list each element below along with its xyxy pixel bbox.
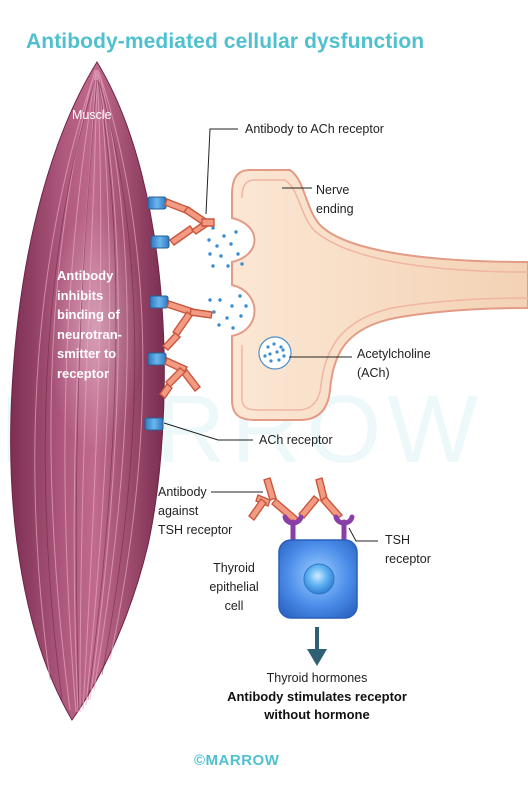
antibody xyxy=(161,300,213,351)
antibody xyxy=(159,357,201,400)
muscle-label: Muscle xyxy=(72,108,112,122)
antibody-tsh-line: Antibody xyxy=(158,485,207,499)
ach-receptor xyxy=(149,295,169,309)
antibody xyxy=(248,477,299,525)
ach-vesicle-dots xyxy=(263,342,286,363)
diagram-title: Antibody-mediated cellular dysfunction xyxy=(26,30,425,53)
stimulates-note: Antibody stimulates receptor without hor… xyxy=(187,688,447,724)
antibody xyxy=(298,477,344,520)
ach-receptor xyxy=(150,235,170,249)
muscle-note-line: Antibody xyxy=(57,268,114,283)
tsh-receptor xyxy=(282,514,304,543)
thyroid-cell-label: Thyroid epithelial cell xyxy=(198,559,270,616)
nerve-ending-line: Nerve xyxy=(316,183,350,197)
muscle-fiber xyxy=(10,61,165,721)
muscle-note: Antibody inhibits binding of neurotran- … xyxy=(57,266,122,383)
nerve-ending-label: Nerve ending xyxy=(316,181,354,219)
muscle-note-line: inhibits xyxy=(57,287,104,303)
antibody-tsh-label: Antibody against TSH receptor xyxy=(158,483,232,540)
thyroid-cell xyxy=(278,539,358,619)
antibody-tsh-line: against xyxy=(158,504,199,518)
tsh-receptor-label: TSH receptor xyxy=(385,531,431,569)
leader-lines xyxy=(163,128,378,542)
antibody-to-ach-label: Antibody to ACh receptor xyxy=(245,122,384,136)
muscle-note-line: binding of xyxy=(57,307,120,322)
thyroid-hormones-label: Thyroid hormones xyxy=(266,671,368,685)
tsh-receptor xyxy=(333,514,355,543)
thyroid-cell-line: cell xyxy=(224,599,244,613)
ach-receptor xyxy=(144,417,164,431)
acetylcholine-line: (ACh) xyxy=(357,366,390,380)
thyroid-cell-line: Thyroid xyxy=(213,561,255,575)
antibody xyxy=(164,198,215,246)
muscle-note-line: neurotran- xyxy=(57,326,122,342)
stimulates-note-line: Antibody stimulates receptor xyxy=(227,689,407,704)
thyroid-cell-line: epithelial xyxy=(209,580,259,594)
stimulates-note-line: without hormone xyxy=(264,707,370,722)
hormone-arrow xyxy=(307,627,327,666)
ach-cleft-dots xyxy=(207,226,248,330)
tsh-receptor-line: receptor xyxy=(385,552,431,566)
ach-receptor-label: ACh receptor xyxy=(259,433,333,447)
nerve-ending-line: ending xyxy=(316,202,354,216)
tsh-receptors xyxy=(282,514,355,543)
ach-receptor xyxy=(147,196,167,210)
muscle-note-line: smitter to xyxy=(57,346,117,361)
antibody-tsh-line: TSH receptor xyxy=(158,523,233,537)
tsh-antibodies xyxy=(248,477,344,525)
ach-receptor xyxy=(147,352,167,366)
ach-receptors xyxy=(144,196,170,431)
copyright-logo: ©MARROW xyxy=(194,752,280,769)
antibodies-ach xyxy=(159,198,215,400)
acetylcholine-line: Acetylcholine xyxy=(357,347,431,361)
muscle-note-line: receptor xyxy=(57,365,110,381)
tsh-receptor-line: TSH xyxy=(385,533,410,547)
acetylcholine-label: Acetylcholine (ACh) xyxy=(357,345,431,383)
